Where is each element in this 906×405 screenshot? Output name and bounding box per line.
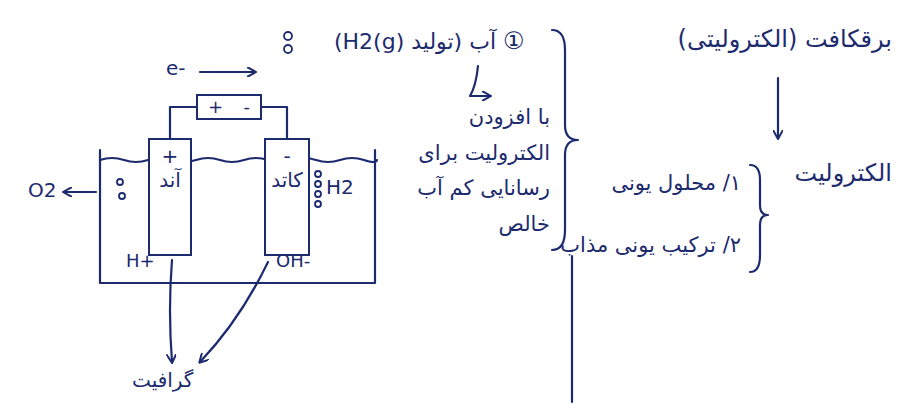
leader-line [170,260,172,362]
electron-arrow [200,71,255,73]
gas-label: O2 [28,178,56,203]
gas-arrow [64,191,96,193]
list-item: ۱/ محلول یونی [611,170,741,196]
flow-arrow [777,78,779,138]
gas-label: H2 [326,175,354,200]
heading-note: الکترولیت [795,158,892,188]
electron-label: e- [166,56,186,81]
note-text: با افزودن الکترولیت برای رسانایی کم آب خ… [398,100,550,243]
battery-symbol: +- [196,94,262,120]
cathode-electrode: -کاتد [264,138,310,256]
heading-note: برقکافت (الکترولیتی) [678,24,892,54]
node-text: آند [159,168,181,192]
beaker [100,150,375,283]
bubble [315,181,321,187]
wire [262,107,287,138]
divider-line [571,256,573,402]
bubble [119,193,125,199]
bubble [315,191,321,197]
heading-note: آب (تولید H2(g)) [334,28,496,56]
bubble [284,45,292,53]
bubble [284,32,292,40]
bubble [315,171,321,177]
node-text: + [208,96,223,118]
anode-electrode: +آند [148,138,192,256]
water-level [100,158,377,162]
node-text: - [283,144,290,168]
ion-label: OH- [276,250,310,273]
material-label: گرافیت [132,368,193,393]
node-text: + [162,144,179,168]
node-text: کاتد [271,168,303,192]
leader-line [200,262,268,362]
ion-label: H+ [126,250,155,273]
callout-number: ① [503,26,525,56]
brace [750,165,768,272]
brace [552,30,578,250]
bubble [117,179,123,185]
wire [170,107,196,138]
node-text: - [243,96,250,118]
list-item: ۲/ ترکیب یونی مذاب [560,232,741,258]
note-arrow [470,66,490,96]
bubble [315,201,321,207]
